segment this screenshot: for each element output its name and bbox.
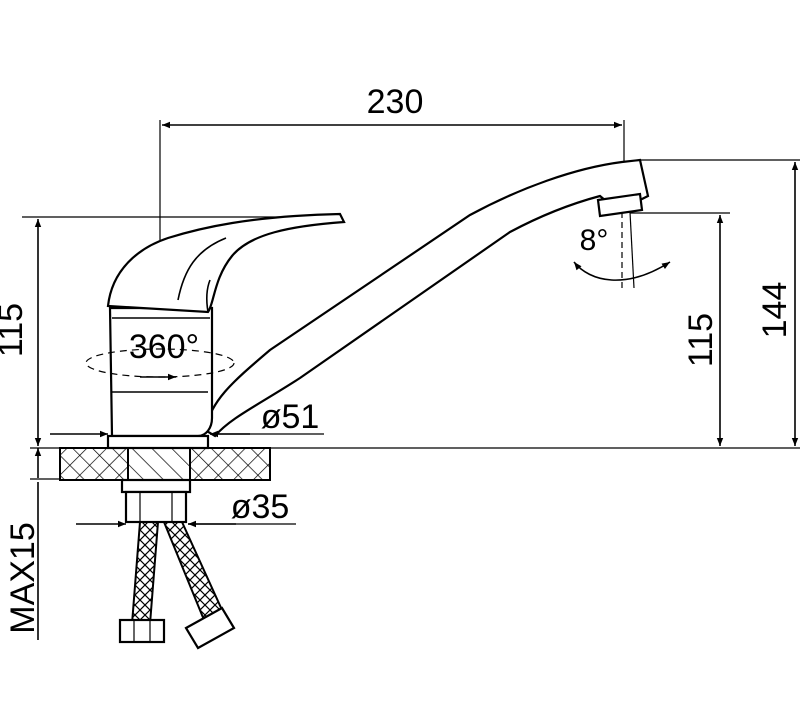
dim-label-d35: ø35: [231, 488, 290, 526]
swivel-indicator: 360°: [85, 328, 235, 381]
aerator-angle: 8°: [573, 211, 671, 289]
dimension-d35: ø35: [76, 488, 296, 528]
dimension-115-left: 115: [0, 219, 42, 446]
dim-label-d51: ø51: [261, 398, 320, 436]
dim-label-max15: MAX15: [4, 522, 42, 634]
countertop: [59, 447, 271, 481]
dim-label-144: 144: [756, 282, 794, 339]
dim-label-8deg: 8°: [580, 224, 609, 257]
dimension-d51: ø51: [50, 398, 324, 438]
dim-label-115-left: 115: [0, 303, 30, 357]
dim-label-230: 230: [367, 83, 424, 121]
dim-label-115-right: 115: [682, 313, 720, 367]
dimension-230: 230: [162, 83, 622, 129]
dim-label-360: 360°: [129, 328, 199, 366]
dimension-144: 144: [756, 162, 799, 446]
dimension-max15: MAX15: [4, 448, 42, 640]
shank-and-hoses: [118, 478, 236, 650]
dimension-115-right: 115: [682, 215, 724, 446]
faucet-body: [106, 158, 650, 450]
